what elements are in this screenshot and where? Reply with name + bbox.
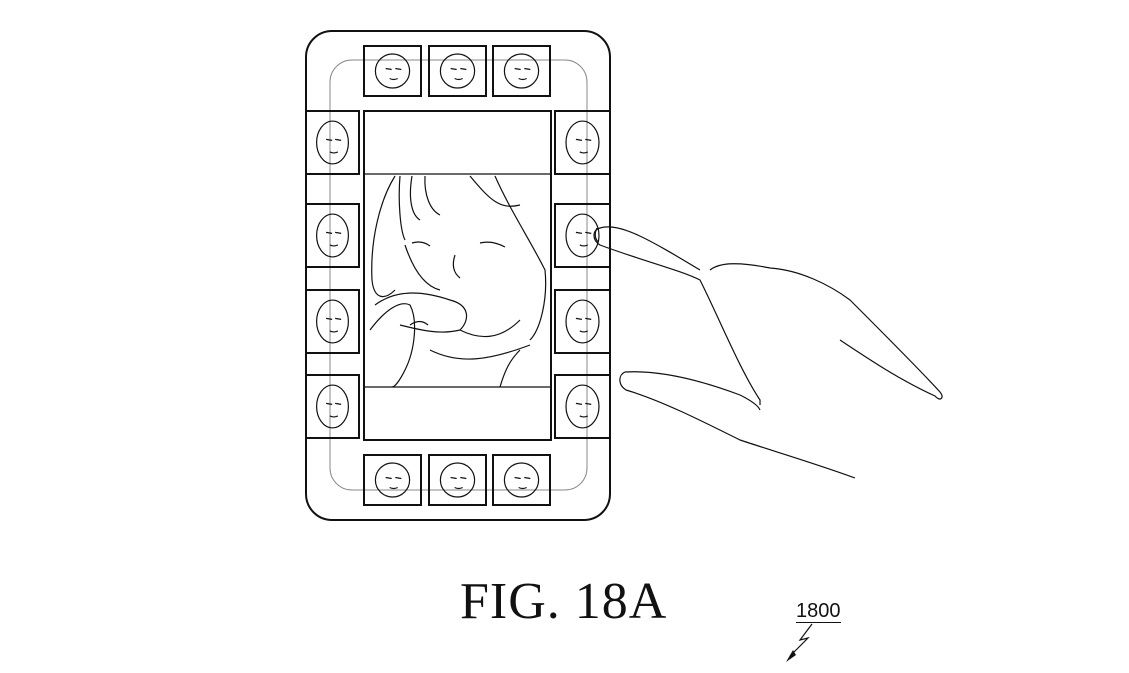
thumbnail-face-6[interactable] — [554, 289, 611, 354]
thumbnail-face-7[interactable] — [554, 374, 611, 439]
thumbnail-face-upside-down[interactable] — [428, 45, 487, 97]
thumbnail-face-5[interactable] — [554, 203, 611, 268]
thumbnail-face-2[interactable] — [305, 203, 360, 268]
thumbnail-face-4[interactable] — [554, 110, 611, 175]
girl-eating-drawing — [369, 175, 547, 388]
thumbnail-face-tilted[interactable] — [492, 45, 551, 97]
thumbnail-puppy[interactable] — [428, 454, 487, 506]
thumbnail-face-3[interactable] — [305, 289, 360, 354]
main-image-panel[interactable] — [363, 110, 552, 441]
hand-drawing — [593, 226, 943, 479]
reference-numeral: 1800 — [796, 600, 841, 623]
figure-caption: FIG. 18A — [460, 573, 668, 630]
thumbnail-face-1[interactable] — [305, 110, 360, 175]
thumbnail-face-sleeping[interactable] — [363, 45, 422, 97]
thumbnail-person-lying[interactable] — [305, 374, 360, 439]
thumbnail-horse[interactable] — [492, 454, 551, 506]
device-body — [305, 30, 611, 521]
thumbnail-baby[interactable] — [363, 454, 422, 506]
